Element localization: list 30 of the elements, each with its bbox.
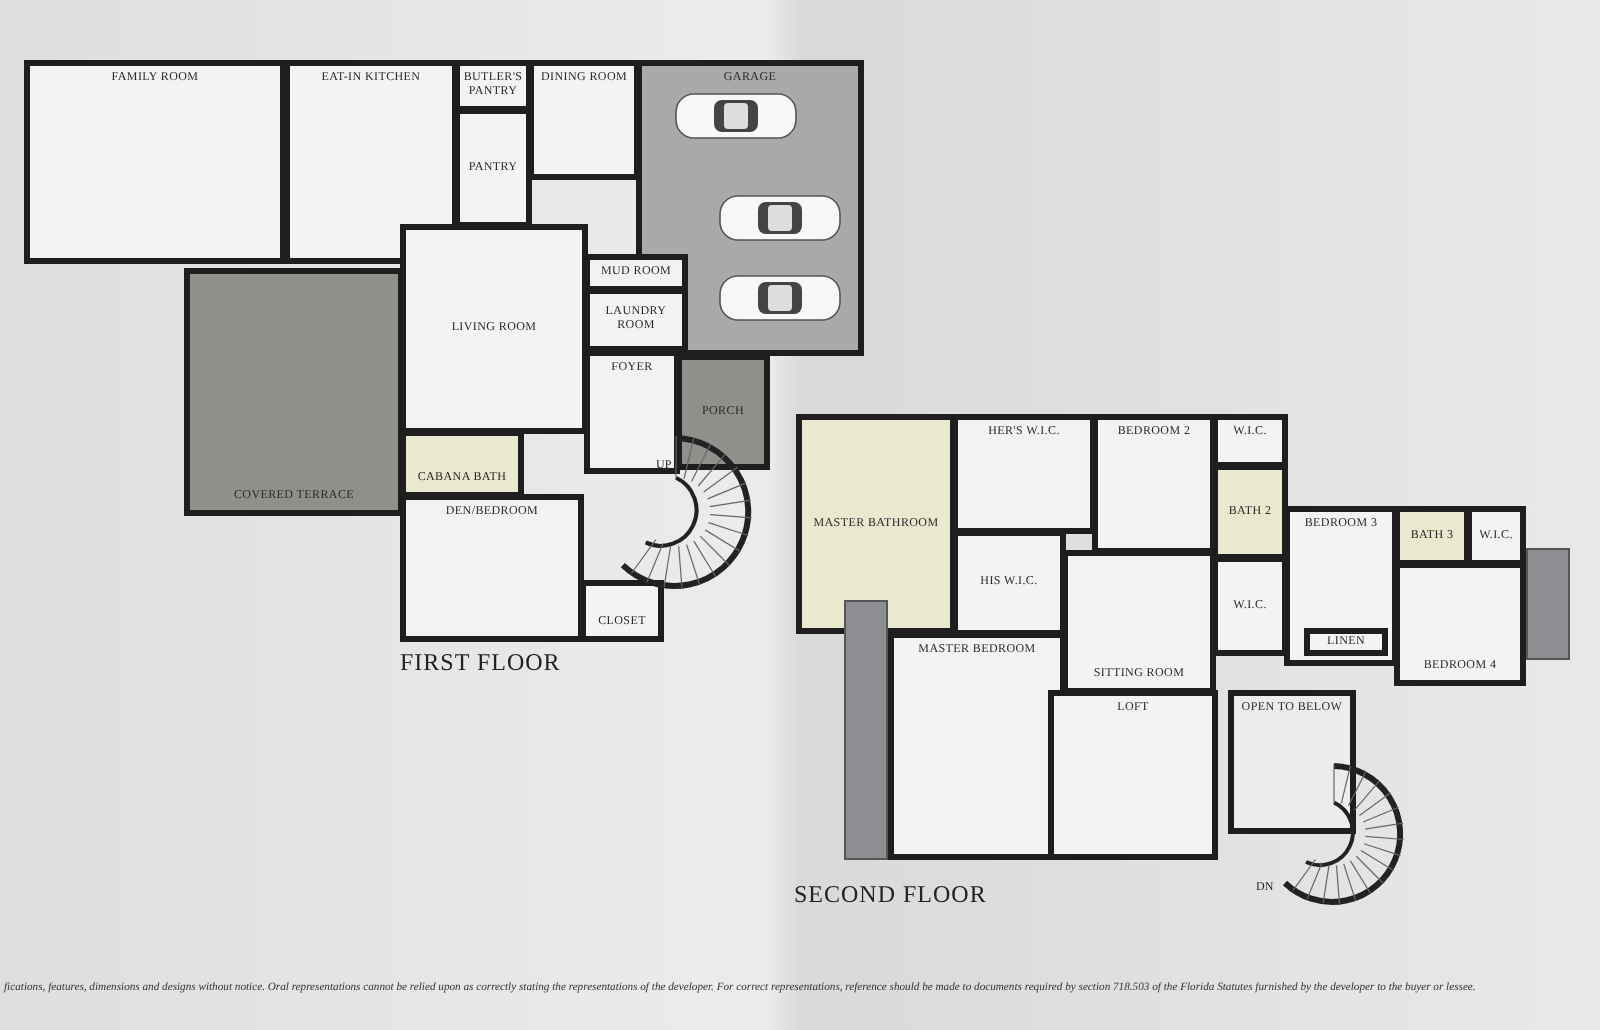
room-area [580, 580, 664, 642]
room-area [400, 430, 524, 498]
room-area [952, 530, 1066, 636]
room-area [1466, 506, 1526, 566]
room-area [1228, 690, 1356, 834]
balcony-area [844, 600, 888, 860]
room-area [584, 288, 688, 352]
floor-title: SECOND FLOOR [794, 880, 987, 910]
room-area [1304, 628, 1388, 656]
room-area [400, 494, 584, 642]
room-area [284, 60, 458, 264]
room-area [952, 414, 1096, 534]
balcony-area [1526, 548, 1570, 660]
room-area [584, 350, 680, 474]
room-area [1062, 550, 1216, 694]
room-area [888, 632, 1066, 860]
room-area [1212, 464, 1288, 560]
room-area [528, 60, 640, 180]
room-area [1394, 562, 1526, 686]
room-area [676, 354, 770, 470]
room-area [1048, 690, 1218, 860]
room-area [1212, 414, 1288, 468]
room-area [796, 414, 956, 634]
room-area [1284, 506, 1398, 666]
room-area [400, 224, 588, 434]
floor-title: FIRST FLOOR [400, 648, 561, 678]
room-area [184, 268, 404, 516]
room-area [24, 60, 286, 264]
room-area [454, 108, 532, 228]
room-area [1092, 414, 1216, 554]
